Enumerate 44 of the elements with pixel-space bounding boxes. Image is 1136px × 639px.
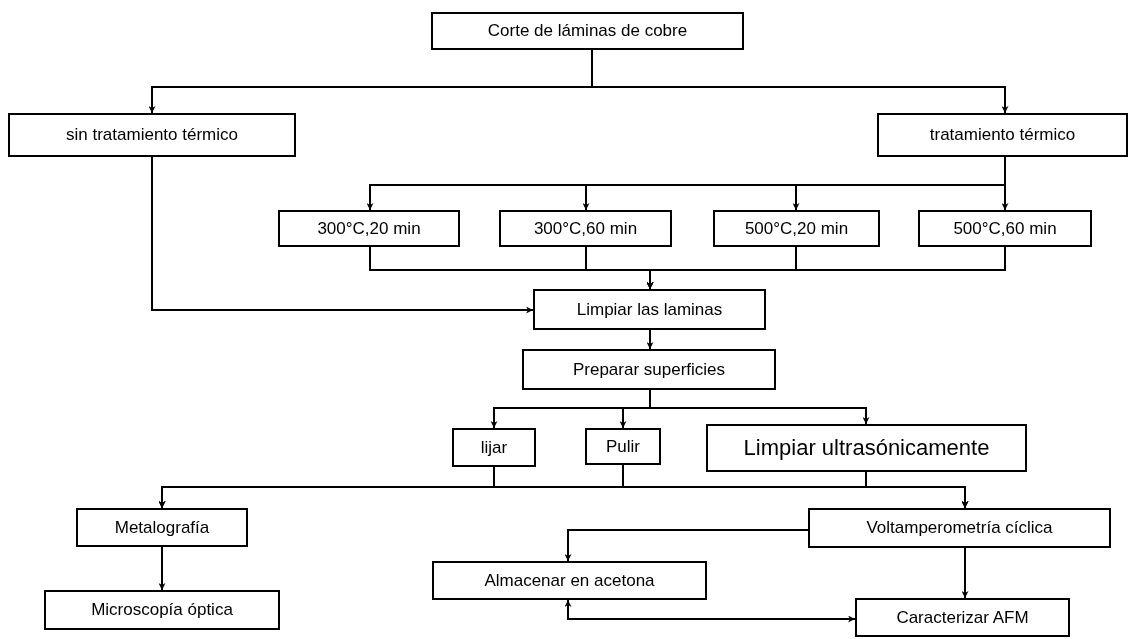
process-box	[499, 210, 672, 247]
step-label: Preparar superficies	[572, 358, 726, 381]
process-box	[278, 210, 460, 247]
step-label: Metalografía	[114, 516, 210, 539]
process-box	[877, 113, 1128, 157]
step-label: 300°C,20 min	[317, 217, 421, 240]
step-label: Almacenar en acetona	[484, 569, 655, 592]
process-box	[44, 590, 280, 630]
arrow	[865, 471, 969, 509]
step-label: Limpiar ultrasónicamente	[743, 434, 990, 462]
process-box	[432, 561, 707, 600]
process-box	[808, 508, 1111, 548]
process-box	[522, 349, 776, 390]
arrow	[961, 547, 969, 599]
step-label: 500°C,60 min	[953, 217, 1057, 240]
arrow	[151, 156, 534, 314]
arrow	[158, 546, 166, 591]
arrow	[646, 329, 654, 350]
process-box	[452, 428, 536, 467]
arrow	[1001, 156, 1009, 211]
process-box	[585, 428, 661, 465]
arrow	[564, 529, 809, 562]
step-label: tratamiento térmico	[929, 124, 1076, 146]
arrow	[646, 246, 1006, 290]
process-box	[8, 113, 296, 157]
process-box	[706, 424, 1027, 472]
step-label: Pulir	[606, 435, 640, 458]
arrow	[649, 389, 870, 425]
process-box	[855, 598, 1070, 637]
step-label: 300°C,60 min	[533, 217, 638, 240]
step-label: Microscopía óptica	[91, 599, 233, 621]
process-box	[918, 210, 1092, 247]
step-label: Caracterizar AFM	[896, 606, 1029, 629]
process-box	[713, 210, 880, 247]
process-box	[533, 289, 766, 330]
step-label: Corte de láminas de cobre	[487, 20, 688, 42]
process-box	[76, 508, 248, 547]
step-label: 500°C,20 min	[744, 217, 849, 240]
double-arrow	[564, 599, 856, 623]
step-label: sin tratamiento térmico	[66, 124, 238, 146]
step-label: Limpiar las laminas	[576, 298, 723, 321]
step-label: lijar	[480, 436, 508, 459]
process-box	[431, 12, 744, 50]
step-label: Voltamperometría cíclica	[866, 517, 1053, 539]
